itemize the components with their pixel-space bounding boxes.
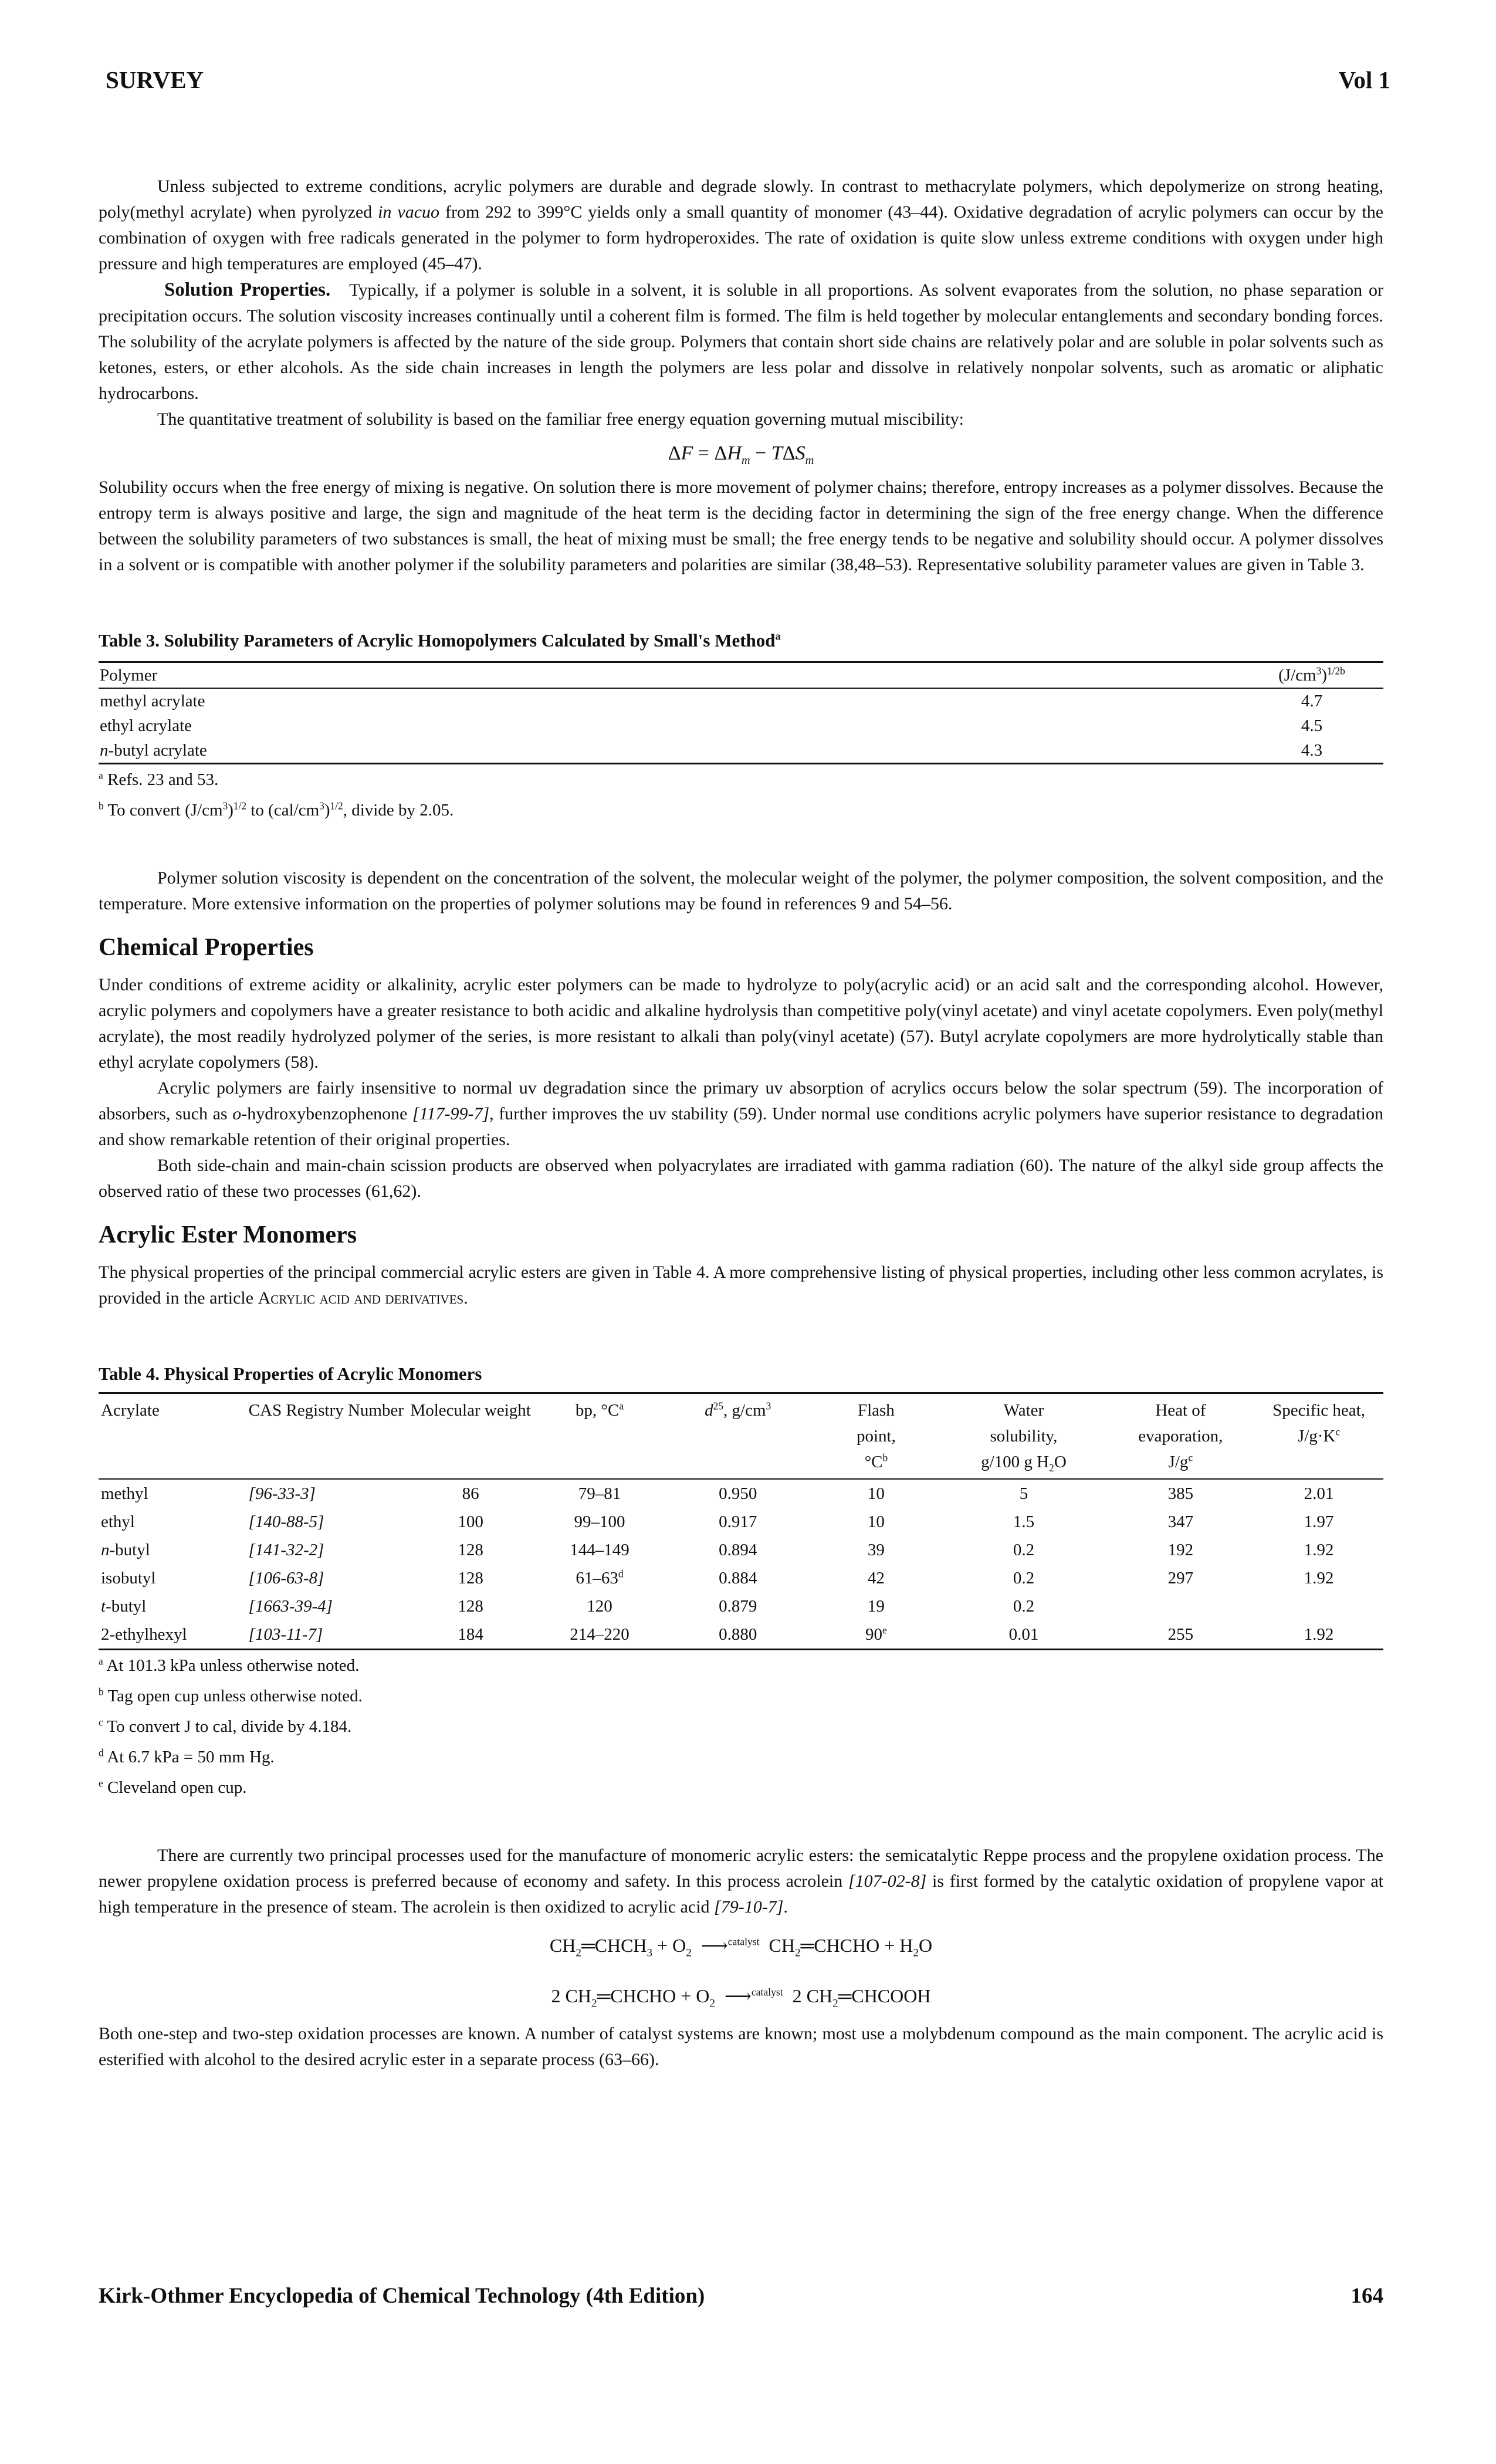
table4-caption: Table 4. Physical Properties of Acrylic … — [99, 1363, 482, 1384]
table4-header-bp: bp, °Ca — [575, 1400, 624, 1420]
table3-footnote-b: b To convert (J/cm3)1/2 to (cal/cm3)1/2,… — [99, 800, 454, 820]
reaction-acrolein-oxidation: 2 CH2═CHCHO + O2 ⟶catalyst 2 CH2═CHCOOH — [551, 1985, 931, 2010]
table3-header-parameter: (J/cm3)1/2b — [1278, 665, 1345, 685]
paragraph-solubility: Solubility occurs when the free energy o… — [99, 478, 1383, 574]
table4-header-density: d25, g/cm3 — [705, 1400, 771, 1420]
paragraph-quantitative: The quantitative treatment of solubility… — [157, 409, 964, 429]
table4-header-acrylate: Acrylate — [101, 1401, 160, 1420]
table3-header-polymer: Polymer — [100, 666, 158, 685]
table4-header-specific-heat: Specific heat,J/g·Kc — [1272, 1401, 1365, 1446]
solution-properties-text: Typically, if a polymer is soluble in a … — [99, 280, 1383, 403]
table3-footnote-a: a Refs. 23 and 53. — [99, 769, 219, 789]
paragraph-gamma: Both side-chain and main-chain scission … — [99, 1156, 1383, 1201]
heading-chemical-properties: Chemical Properties — [99, 934, 314, 961]
paragraph-viscosity: Polymer solution viscosity is dependent … — [99, 868, 1383, 913]
table4-footnote-e: e Cleveland open cup. — [99, 1777, 247, 1797]
table4-header-cas: CAS Registry Number — [248, 1401, 404, 1420]
table3-caption: Table 3. Solubility Parameters of Acryli… — [99, 630, 781, 651]
running-header-volume: Vol 1 — [1338, 66, 1391, 93]
free-energy-equation: ΔF = ΔHm − TΔSm — [668, 442, 814, 467]
solution-properties-heading: Solution Properties. — [164, 279, 331, 300]
table4-physical-properties: Acrylate CAS Registry Number Molecular w… — [99, 1392, 1383, 1650]
paragraph-degradation: Unless subjected to extreme conditions, … — [99, 177, 1384, 273]
paragraph-physical-properties: The physical properties of the principal… — [99, 1263, 1383, 1308]
table4-footnote-c: c To convert J to cal, divide by 4.184. — [99, 1716, 352, 1736]
heading-acrylic-ester-monomers: Acrylic Ester Monomers — [99, 1221, 357, 1248]
table4-footnote-d: d At 6.7 kPa = 50 mm Hg. — [99, 1747, 275, 1766]
paragraph-hydrolysis: Under conditions of extreme acidity or a… — [99, 975, 1383, 1072]
paragraph-catalyst-systems: Both one-step and two-step oxidation pro… — [99, 2024, 1383, 2069]
table4-footnote-a: a At 101.3 kPa unless otherwise noted. — [99, 1655, 360, 1675]
paragraph-solution-properties: Solution Properties. Typically, if a pol… — [99, 277, 1383, 407]
running-header-section: SURVEY — [106, 66, 204, 93]
paragraph-manufacture: There are currently two principal proces… — [99, 1846, 1383, 1917]
article-body: Unless subjected to extreme conditions, … — [99, 174, 1383, 2073]
page-number: 164 — [1351, 2284, 1384, 2308]
table4-footnote-b: b Tag open cup unless otherwise noted. — [99, 1685, 363, 1705]
cross-reference-link[interactable]: Acrylic acid and derivatives. — [258, 1288, 468, 1308]
table4-header-mw: Molecular weight — [410, 1401, 531, 1420]
running-footer-title: Kirk-Othmer Encyclopedia of Chemical Tec… — [99, 2284, 705, 2308]
reaction-propylene-oxidation: CH2═CHCH3 + O2 ⟶catalyst CH2═CHCHO + H2O — [549, 1935, 933, 1959]
paragraph-uv: Acrylic polymers are fairly insensitive … — [99, 1078, 1383, 1149]
